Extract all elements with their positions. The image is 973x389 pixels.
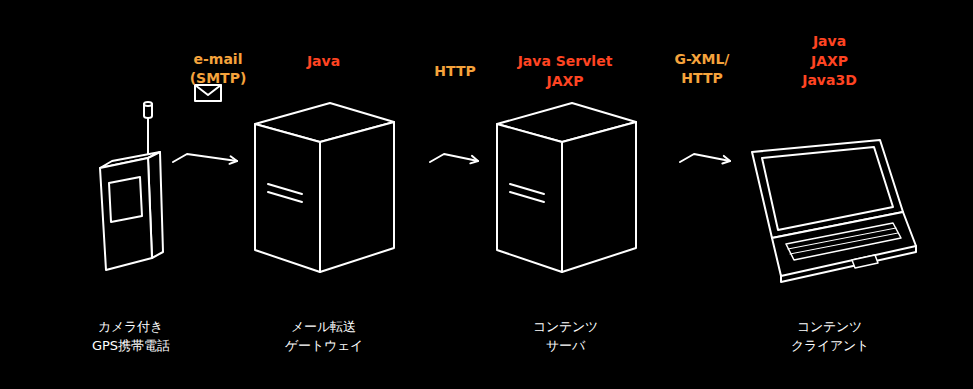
drive-slot	[510, 192, 544, 202]
device-node: カメラ付き GPS携帯電話	[95, 98, 167, 274]
technology-label: Java	[284, 52, 364, 72]
flow-arrow	[680, 154, 730, 163]
laptop-touchpad	[852, 255, 878, 268]
phone-antenna-top	[144, 102, 152, 106]
phone-screen	[109, 177, 142, 222]
technology-label: Java JAXP Java3D	[798, 32, 862, 91]
keyboard-row	[790, 233, 898, 254]
content-server-illustration	[497, 103, 636, 272]
device-caption: メール転送 ゲートウェイ	[285, 318, 363, 356]
envelope-flap	[195, 85, 221, 95]
server-side	[320, 122, 394, 272]
server-side	[562, 122, 636, 272]
keyboard-row	[788, 228, 896, 249]
protocol-label: G-XML/ HTTP	[670, 50, 734, 88]
envelope-icon	[195, 85, 221, 101]
device-drawings	[100, 85, 916, 282]
server-front	[255, 124, 320, 272]
laptop-illustration	[752, 140, 916, 282]
arrow-line	[173, 154, 237, 162]
laptop-keyboard	[786, 223, 901, 260]
protocol-label: e-mail (SMTP)	[186, 50, 250, 88]
gateway-server-illustration	[255, 103, 394, 272]
phone-illustration	[100, 102, 163, 270]
envelope-body	[195, 85, 221, 101]
arrow-head	[722, 156, 730, 164]
arrow-line	[430, 154, 478, 162]
technology-label: Java Servlet JAXP	[509, 52, 621, 91]
laptop-base	[772, 212, 916, 276]
arrow-head	[470, 156, 478, 164]
arrow-head	[230, 156, 237, 164]
device-node: Java JAXP Java3Dコンテンツ クライアント	[742, 138, 917, 283]
drive-slot	[268, 192, 302, 202]
flow-arrow	[173, 154, 237, 164]
device-node: Java Servlet JAXPコンテンツ サーバ	[495, 100, 635, 274]
server-front	[497, 124, 562, 272]
arrow-line	[680, 154, 730, 162]
device-node: Javaメール転送 ゲートウェイ	[252, 100, 395, 274]
phone-antenna	[147, 115, 149, 156]
flow-arrow	[430, 154, 478, 163]
device-caption: コンテンツ クライアント	[791, 318, 869, 356]
device-caption: コンテンツ サーバ	[533, 318, 598, 356]
protocol-label: HTTP	[434, 62, 475, 81]
device-caption: カメラ付き GPS携帯電話	[92, 318, 170, 356]
phone-front	[100, 158, 152, 270]
